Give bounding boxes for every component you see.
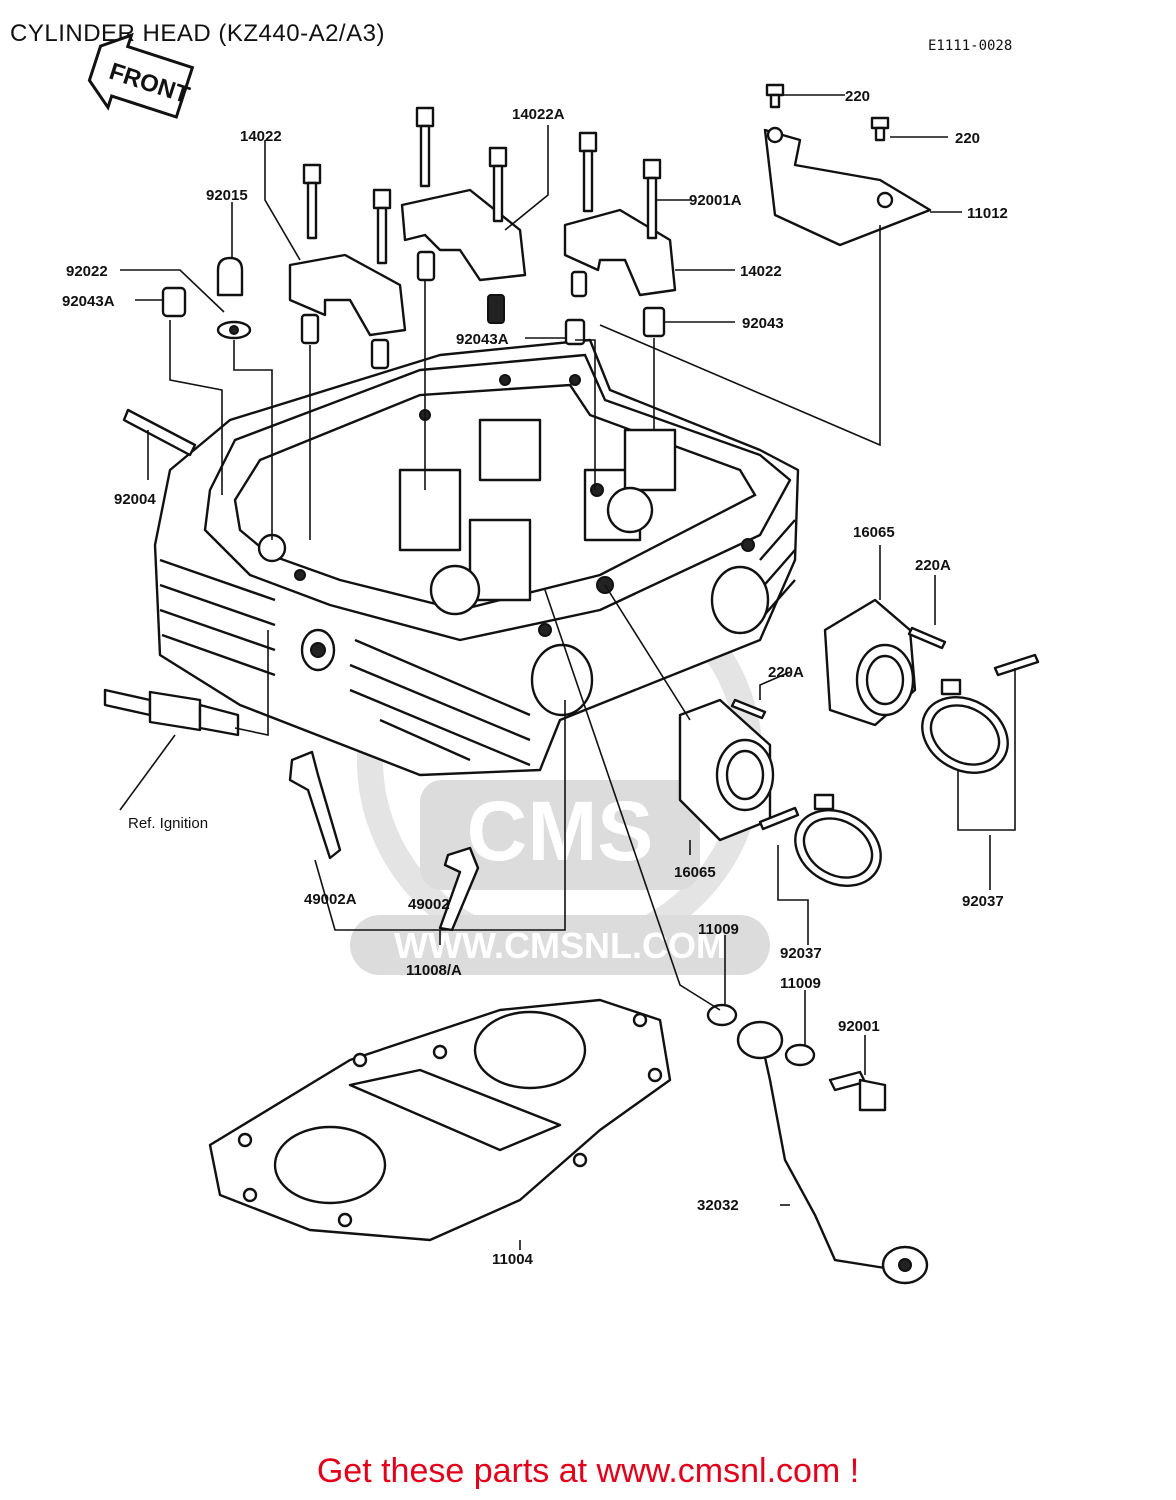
callout-49002A: 49002A	[304, 891, 357, 908]
callout-92043A-left: 92043A	[62, 293, 115, 310]
callout-220-top: 220	[845, 88, 870, 105]
camshaft-cap-left	[288, 253, 407, 337]
callout-92037-mid: 92037	[780, 945, 822, 962]
callout-49002: 49002	[408, 896, 450, 913]
cover-bracket	[763, 83, 932, 247]
callout-220A-mid: 220A	[768, 664, 804, 681]
spark-plug	[103, 688, 240, 737]
screws-220A	[730, 626, 1040, 831]
leader-lines	[119, 94, 1016, 1250]
diagram-reference-code: E1111-0028	[928, 38, 1013, 54]
dowel-pins	[161, 250, 666, 370]
head-gasket	[208, 998, 672, 1242]
stud-bolt	[122, 408, 197, 457]
callout-11004: 11004	[492, 1251, 534, 1268]
cam-cap-bolts	[302, 106, 662, 265]
footer-promo: Get these parts at www.cmsnl.com !	[0, 1452, 1176, 1491]
callout-92015: 92015	[206, 187, 248, 204]
callout-16065-right: 16065	[853, 524, 895, 541]
callout-16065-mid: 16065	[674, 864, 716, 881]
callout-220-mid: 220	[955, 130, 980, 147]
callout-11008A: 11008/A	[406, 962, 462, 979]
callout-92037-right: 92037	[962, 893, 1004, 910]
oil-pipe	[706, 1003, 929, 1285]
exploded-parts-diagram: CMS WWW.CMSNL.COM FRONT	[62, 32, 1040, 1285]
callout-11012: 11012	[967, 205, 1008, 222]
watermark-brand: CMS	[467, 784, 654, 878]
callout-labels: 220 220 11012 14022A 14022 92015 92001A …	[62, 88, 1008, 1268]
page-title: CYLINDER HEAD (KZ440-A2/A3)	[10, 20, 385, 47]
callout-92043: 92043	[742, 315, 784, 332]
hose-clamp-right	[921, 678, 1009, 774]
valve-guide-a	[288, 750, 342, 860]
callout-11009-a: 11009	[698, 921, 739, 938]
callout-14022-right: 14022	[740, 263, 782, 280]
callout-32032: 32032	[697, 1197, 739, 1214]
front-direction-arrow: FRONT	[87, 32, 195, 119]
callout-14022-left: 14022	[240, 128, 282, 145]
callout-14022A: 14022A	[512, 106, 565, 123]
callout-92001: 92001	[838, 1018, 880, 1035]
footer-promo-link[interactable]: Get these parts at www.cmsnl.com !	[316, 1452, 860, 1490]
watermark-url: WWW.CMSNL.COM	[394, 925, 726, 966]
callout-11009-b: 11009	[780, 975, 821, 992]
hose-clamp-mid	[794, 793, 882, 887]
intake-holder-right	[823, 598, 917, 727]
callout-92022: 92022	[66, 263, 108, 280]
watermark-badge	[420, 780, 700, 890]
callout-92004: 92004	[114, 491, 156, 508]
callout-92043A-mid: 92043A	[456, 331, 509, 348]
callout-ref-ignition: Ref. Ignition	[128, 815, 208, 832]
acorn-nut	[216, 256, 252, 340]
callout-220A-right: 220A	[915, 557, 951, 574]
cylinder-head	[153, 338, 800, 777]
callout-92001A: 92001A	[689, 192, 742, 209]
intake-holder-mid	[678, 698, 775, 842]
valve-guide-b	[438, 846, 480, 932]
